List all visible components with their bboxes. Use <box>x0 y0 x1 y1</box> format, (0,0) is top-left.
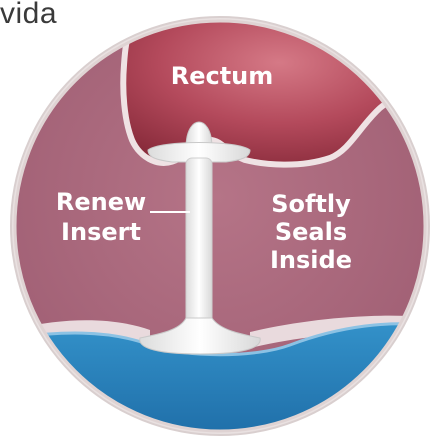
label-seals: Seals <box>275 218 347 246</box>
label-renew: Renew <box>56 188 146 216</box>
label-inside: Inside <box>270 246 352 274</box>
label-rectum: Rectum <box>171 62 274 90</box>
label-softly: Softly <box>271 190 351 218</box>
label-insert: Insert <box>61 218 141 246</box>
